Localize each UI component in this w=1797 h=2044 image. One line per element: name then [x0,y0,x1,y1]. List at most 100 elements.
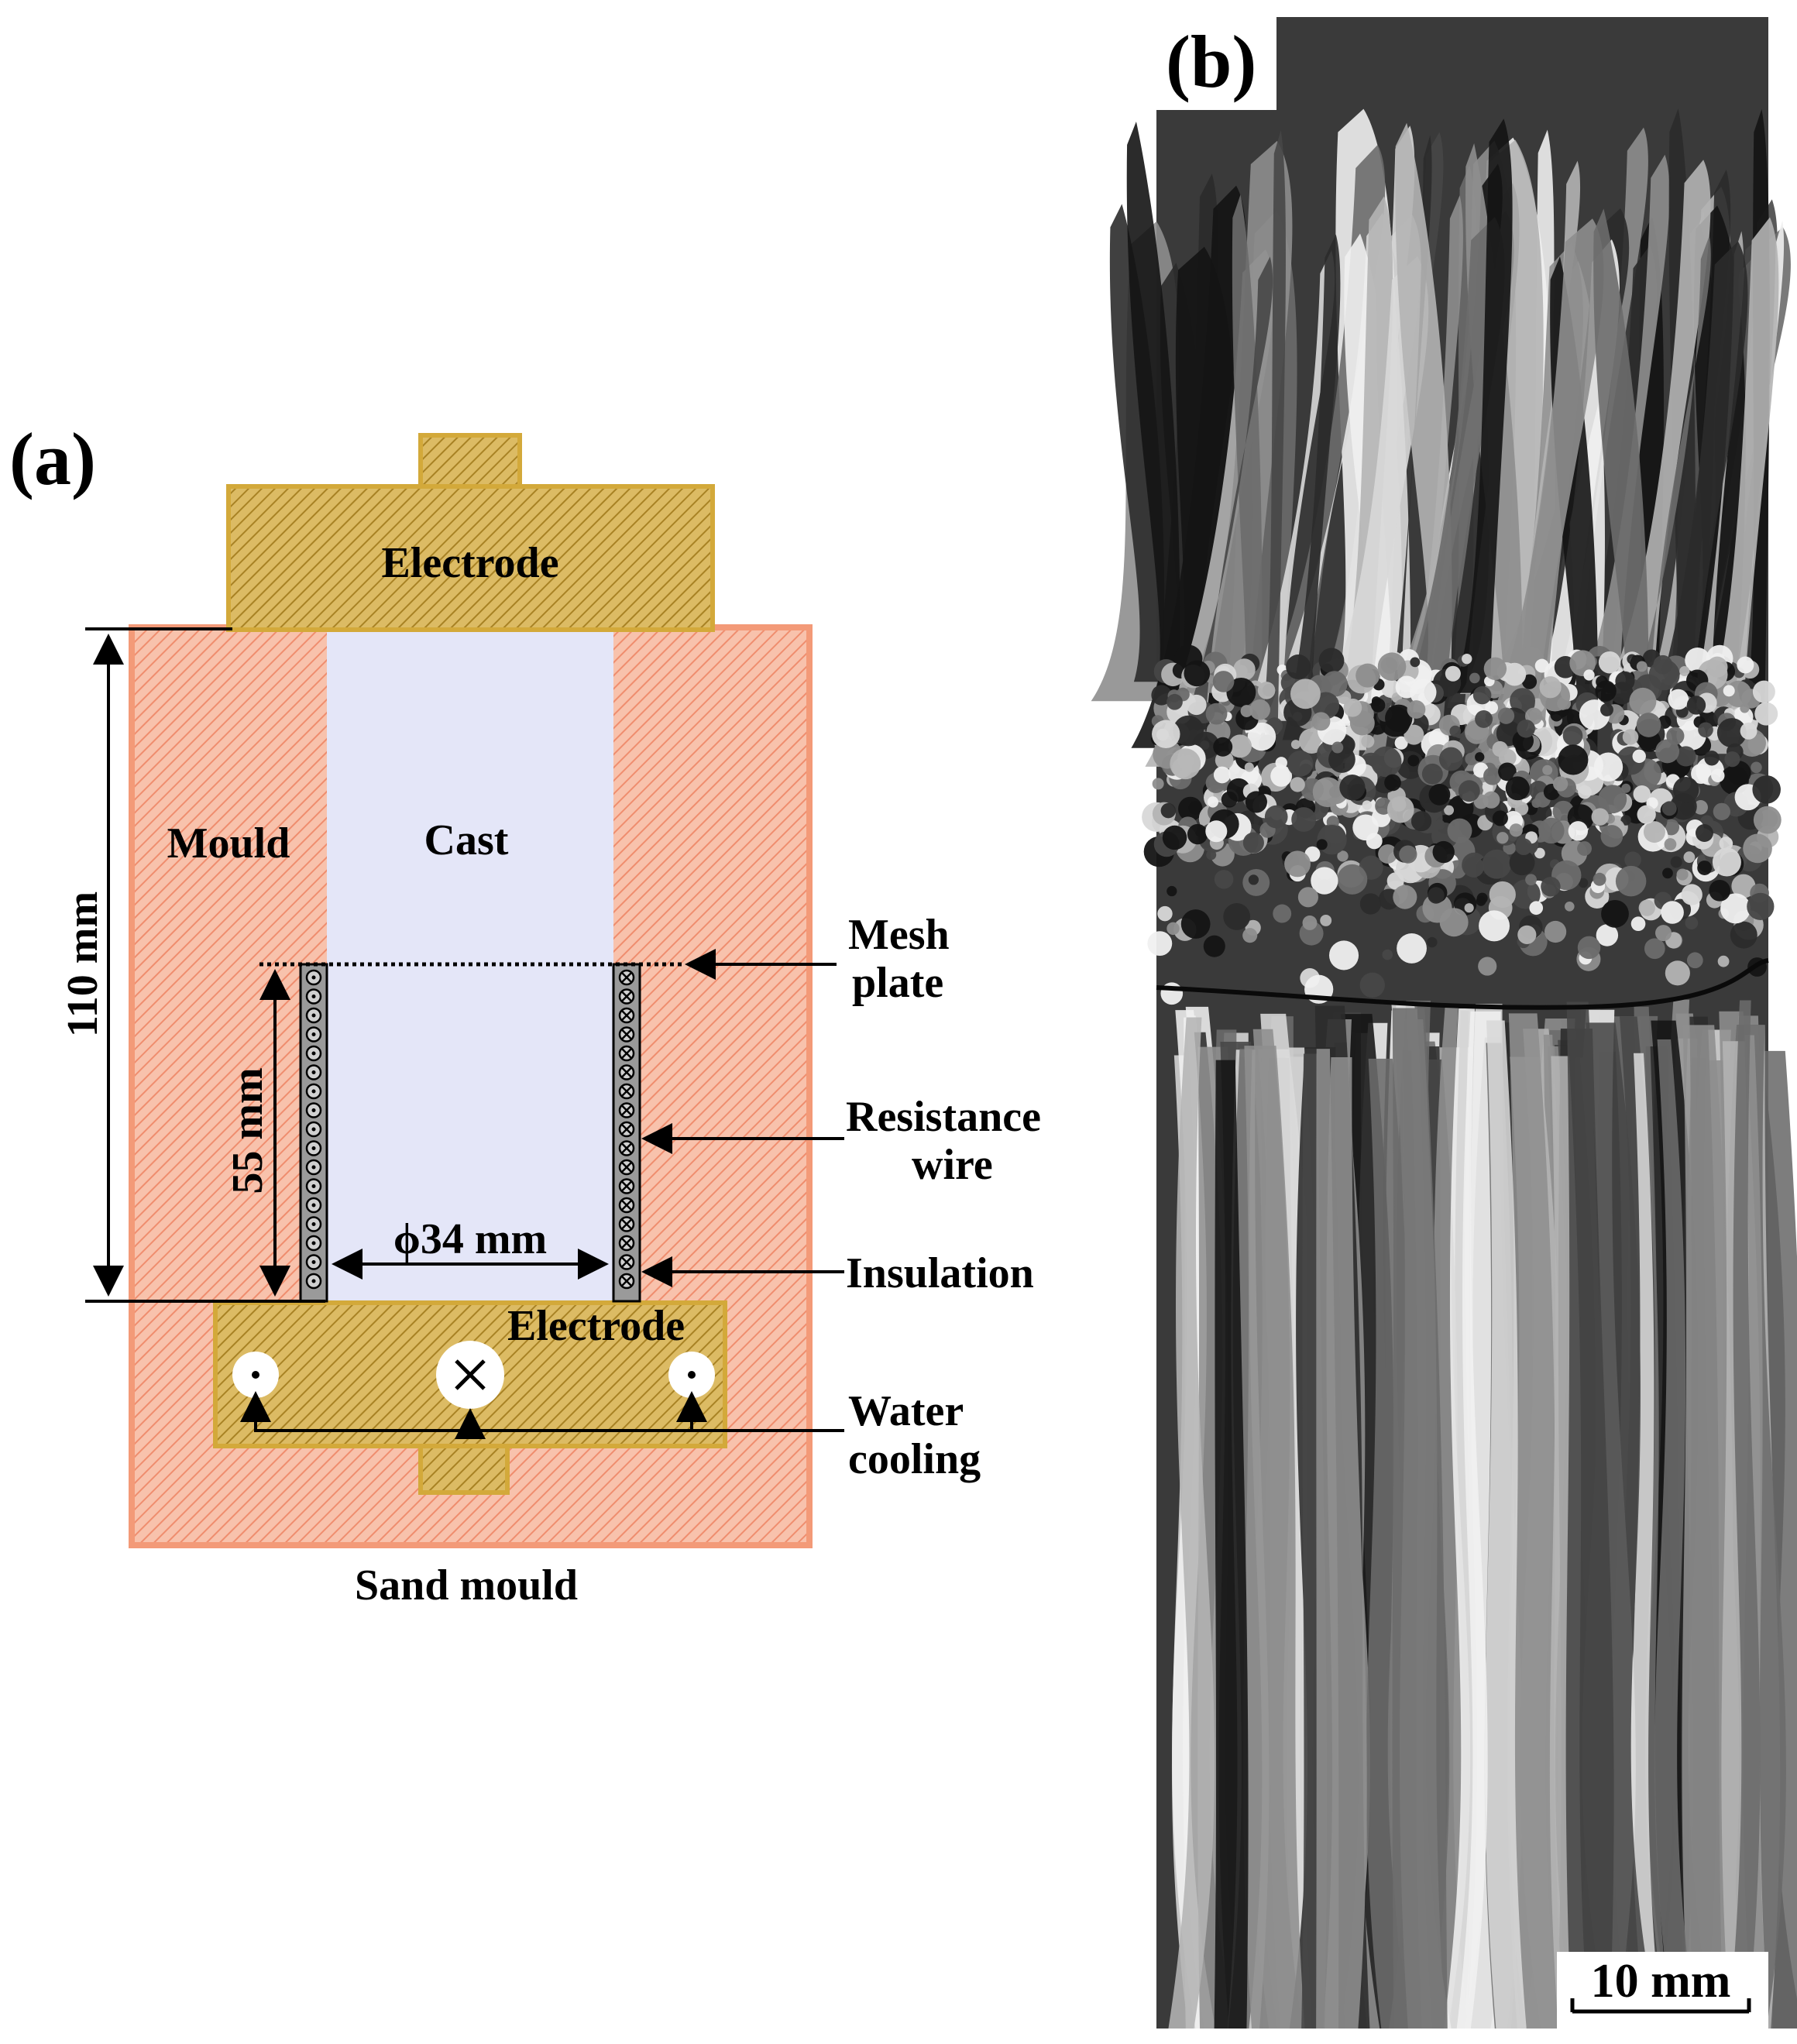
equiaxed-grain [1655,739,1680,764]
equiaxed-grain [1394,736,1408,750]
equiaxed-grain [1454,773,1465,785]
equiaxed-grain [1439,908,1469,937]
wire-coil-cross [621,1067,632,1078]
equiaxed-grain [1479,910,1510,942]
equiaxed-grain [1312,777,1343,808]
equiaxed-grain [1740,722,1757,740]
equiaxed-grain [1553,776,1569,792]
equiaxed-grain [1469,672,1480,684]
columnar-grain [1584,154,1670,685]
equiaxed-grain [1591,808,1610,826]
resistance-wire-left [299,963,328,1303]
equiaxed-grain [1643,821,1665,843]
equiaxed-grain [1157,905,1173,922]
equiaxed-grain [1284,850,1311,878]
equiaxed-grain [1497,707,1515,724]
equiaxed-grain [1679,665,1690,677]
equiaxed-grain [1359,972,1385,998]
equiaxed-grain [1644,938,1665,960]
cast-label: Cast [424,816,509,864]
water-channel-center-cross-b [455,1359,486,1390]
equiaxed-grain [1428,887,1445,904]
equiaxed-grain [1151,685,1172,706]
equiaxed-grain [1661,801,1677,816]
equiaxed-grain [1564,901,1575,912]
wire-coil-cross [621,1086,632,1097]
equiaxed-grain [1629,687,1657,715]
equiaxed-grain [1724,751,1740,768]
equiaxed-grain [1632,749,1646,764]
equiaxed-grain [1498,762,1517,782]
equiaxed-grain [1362,800,1373,810]
top-electrode [226,484,715,632]
equiaxed-grain [1184,660,1211,687]
equiaxed-grain [1544,920,1567,943]
equiaxed-grain [1311,867,1338,895]
equiaxed-grain [1521,674,1538,689]
equiaxed-grain [1509,850,1535,876]
equiaxed-grain [1596,924,1619,946]
equiaxed-grain [1206,850,1217,861]
equiaxed-grain [1510,688,1536,714]
water-cooling-label-1: Water [848,1387,964,1435]
resistance-wire-right [612,963,641,1303]
equiaxed-grain [1378,844,1397,864]
equiaxed-grain [1622,729,1639,745]
equiaxed-grain [1212,671,1235,692]
equiaxed-grain [1214,870,1234,889]
equiaxed-grain [1449,725,1462,737]
equiaxed-grain [1302,915,1318,930]
equiaxed-grain [1496,832,1509,844]
sand-mould-label: Sand mould [355,1561,578,1609]
columnar-grain [1383,135,1432,765]
equiaxed-grain [1393,885,1417,909]
equiaxed-grain [1624,851,1641,868]
columnar-grain [1463,218,1604,771]
equiaxed-grain [1730,921,1757,949]
columnar-grain [1383,217,1505,730]
equiaxed-grain [1444,805,1455,816]
wire-coil-dot [311,1165,316,1170]
equiaxed-grain [1691,763,1712,785]
columnar-grain [1628,241,1748,766]
equiaxed-grain [1386,795,1414,823]
equiaxed-grain [1492,810,1508,826]
equiaxed-grain [1245,791,1267,813]
equiaxed-grain [1445,665,1461,682]
equiaxed-grain [1299,728,1325,754]
dim-55-label: 55 mm [224,1067,272,1194]
equiaxed-grain [1568,821,1589,841]
columnar-grain [1485,1020,1527,2029]
equiaxed-grain [1361,734,1375,748]
panel-b-label: (b) [1166,20,1256,103]
equiaxed-grain [1432,840,1455,864]
equiaxed-grain [1534,847,1545,859]
water-channel-right-dot [688,1371,696,1379]
wire-coil-cross [621,991,632,1002]
columnar-grain [1350,132,1444,713]
equiaxed-grain [1328,940,1359,970]
equiaxed-grain [1382,949,1393,960]
panel-a-schematic: (a) Electrode Electrode [9,417,1041,1609]
columnar-grain [1453,119,1513,693]
equiaxed-grain [1337,850,1349,862]
equiaxed-grain [1610,682,1634,705]
equiaxed-grain [1463,857,1485,878]
wire-coil-dot [311,1203,316,1208]
equiaxed-grain [1186,694,1207,716]
equiaxed-grain [1716,718,1747,748]
equiaxed-grain [1247,722,1276,751]
equiaxed-grain [1558,744,1589,775]
columnar-grain [1214,1060,1249,2029]
columnar-grain [1331,196,1393,728]
equiaxed-grain [1531,798,1541,808]
equiaxed-grain [1147,931,1173,957]
equiaxed-grain [1290,678,1321,709]
equiaxed-grain [1679,801,1695,816]
columnar-grain [1303,256,1429,751]
equiaxed-grain [1731,874,1756,898]
mould-label: Mould [167,819,290,867]
columnar-grain [1126,121,1180,692]
equiaxed-grain [1228,734,1252,758]
wire-coil-cross [621,1104,632,1116]
